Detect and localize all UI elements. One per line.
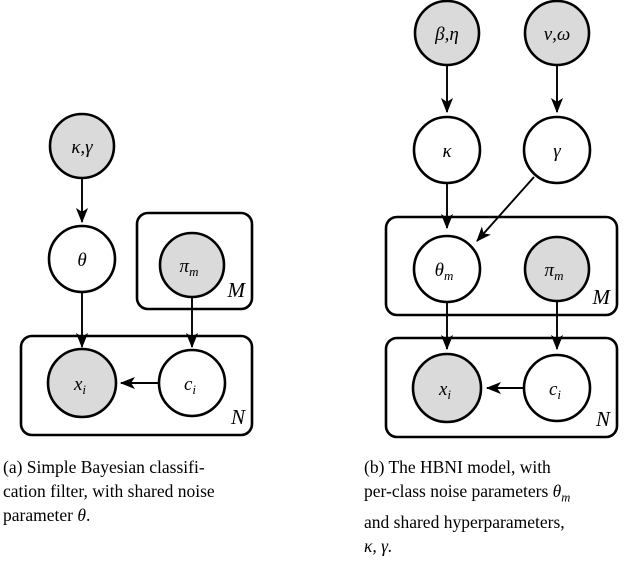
node-pi-m-panel-b[interactable] — [523, 235, 591, 303]
node-gamma[interactable] — [522, 115, 592, 185]
node-c-i-panel-a[interactable] — [157, 348, 227, 418]
node-theta-m-label: θm — [435, 260, 454, 283]
caption-a-line1: (a) Simple Bayesian classifi- — [3, 457, 205, 477]
node-nu-omega-label: ν,ω — [544, 24, 571, 45]
node-gamma-label: γ — [553, 141, 561, 162]
node-kappa-gamma-label: κ,γ — [71, 137, 93, 158]
node-kappa[interactable] — [412, 115, 482, 185]
caption-a-line3-post: . — [85, 505, 91, 525]
node-c-i-panel-b[interactable] — [522, 353, 592, 423]
caption-b-line2-pre: per-class noise parameters — [364, 481, 553, 501]
caption-a-line3-pre: parameter — [3, 505, 78, 525]
node-kappa-gamma[interactable] — [48, 112, 116, 180]
plate-m-panel-b-label: M — [592, 285, 612, 309]
node-x-i-panel-b[interactable] — [411, 352, 483, 424]
edge-gamma-to-thetam — [476, 176, 535, 242]
node-pi-m-panel-a[interactable] — [158, 231, 226, 299]
caption-panel-b: (b) The HBNI model, with per-class noise… — [364, 455, 636, 558]
node-kappa-label: κ — [442, 141, 452, 162]
caption-b-line3: and shared hyperparameters, — [364, 511, 565, 532]
plate-n-panel-b — [384, 336, 619, 439]
node-x-i-panel-b-label: xi — [438, 379, 451, 402]
graphical-model-canvas: κ,γ θ πm xi ci M N — [19, 0, 619, 439]
node-nu-omega[interactable] — [523, 0, 591, 67]
caption-b-theta-symbol: θ — [552, 481, 562, 501]
caption-b-line1: (b) The HBNI model, with — [364, 457, 551, 477]
node-theta[interactable] — [47, 224, 117, 294]
node-c-i-panel-b-label: ci — [549, 379, 561, 402]
node-x-i-panel-a-label: xi — [73, 374, 86, 397]
node-beta-eta[interactable] — [413, 0, 481, 67]
plate-n-panel-a-label: N — [230, 405, 246, 429]
plate-m-panel-a-label: M — [227, 278, 247, 302]
node-pi-m-panel-b-label: πm — [545, 260, 564, 283]
caption-b-line4: κ, γ. — [364, 535, 393, 556]
plate-n-panel-b-label: N — [595, 407, 611, 431]
caption-row: (a) Simple Bayesian classifi- cation fil… — [0, 455, 640, 565]
caption-b-theta-subscript: m — [561, 490, 571, 505]
panel-a-diagram: κ,γ θ πm xi ci M N — [19, 112, 254, 437]
node-theta-label: θ — [77, 250, 86, 271]
caption-a-line2: cation filter, with shared noise — [3, 481, 215, 501]
plate-m-panel-b — [384, 215, 619, 317]
node-c-i-panel-a-label: ci — [184, 374, 196, 397]
node-beta-eta-label: β,η — [434, 24, 459, 45]
caption-panel-a: (a) Simple Bayesian classifi- cation fil… — [3, 455, 258, 527]
node-x-i-panel-a[interactable] — [46, 347, 118, 419]
node-theta-m[interactable] — [412, 234, 482, 304]
node-pi-m-panel-a-label: πm — [180, 256, 199, 279]
plate-n-panel-a — [19, 334, 254, 437]
plate-m-panel-a — [135, 211, 254, 311]
caption-a-theta-symbol: θ — [77, 505, 86, 525]
panel-b-diagram: β,η ν,ω κ γ θm πm xi ci M N — [384, 0, 619, 439]
